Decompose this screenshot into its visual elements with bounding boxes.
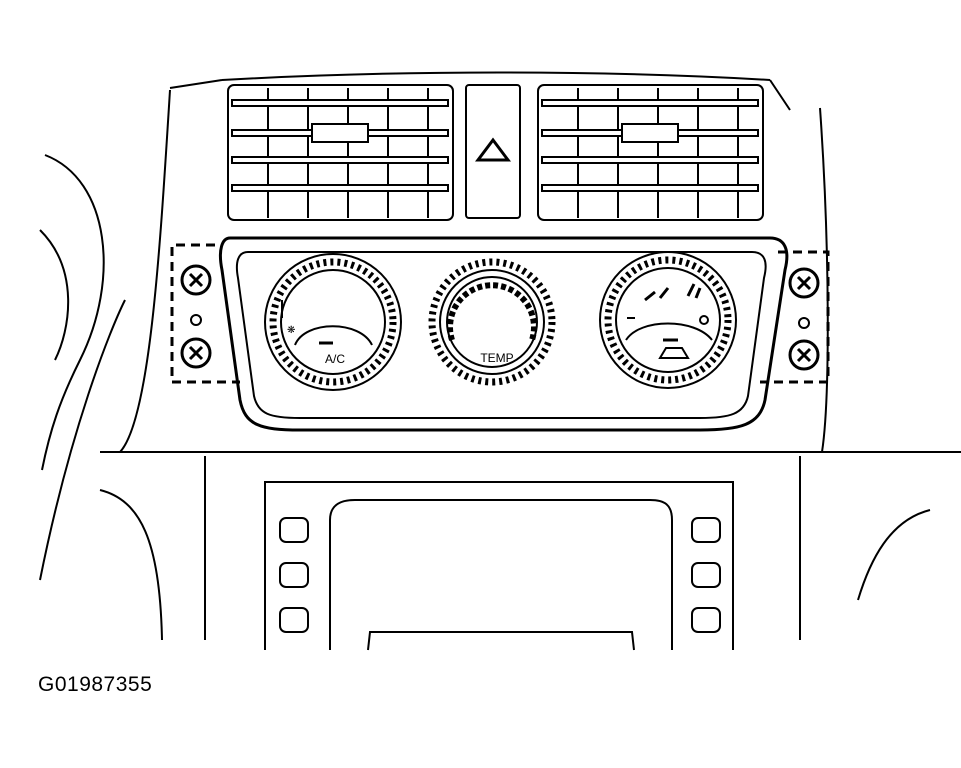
temp-label: TEMP bbox=[480, 351, 513, 365]
radio-buttons-left bbox=[279, 517, 309, 633]
radio-button[interactable] bbox=[691, 562, 721, 588]
temperature-knob[interactable]: TEMP bbox=[428, 258, 556, 386]
hvac-control-panel bbox=[218, 236, 789, 432]
right-air-vent[interactable] bbox=[537, 84, 764, 221]
left-mounting-bracket bbox=[170, 243, 240, 384]
defrost-icon bbox=[658, 347, 690, 359]
figure-id: G01987355 bbox=[38, 673, 153, 696]
center-console bbox=[264, 481, 734, 651]
face-vent-icon bbox=[644, 287, 670, 302]
fan-speed-knob[interactable]: ❋ A/C bbox=[264, 253, 402, 391]
screw-left-upper[interactable] bbox=[180, 264, 212, 296]
left-air-vent[interactable] bbox=[227, 84, 454, 221]
fan-icon: ❋ bbox=[287, 325, 295, 336]
hazard-button[interactable] bbox=[465, 84, 521, 219]
radio-button[interactable] bbox=[279, 517, 309, 543]
mount-hole-left bbox=[190, 314, 202, 326]
radio-button[interactable] bbox=[279, 607, 309, 633]
screw-left-lower[interactable] bbox=[180, 337, 212, 369]
ac-label: A/C bbox=[325, 352, 345, 366]
screw-right-lower[interactable] bbox=[788, 339, 820, 371]
mount-hole-right bbox=[798, 317, 810, 329]
radio-buttons-right bbox=[691, 517, 721, 633]
right-mounting-bracket bbox=[760, 250, 830, 384]
air-mode-knob[interactable] bbox=[599, 251, 737, 389]
left-vent-tab[interactable] bbox=[311, 123, 369, 143]
radio-button[interactable] bbox=[691, 607, 721, 633]
windshield-icon bbox=[699, 315, 709, 325]
screw-right-upper[interactable] bbox=[788, 267, 820, 299]
radio-button[interactable] bbox=[691, 517, 721, 543]
radio-button[interactable] bbox=[279, 562, 309, 588]
floor-vent-icon bbox=[686, 283, 702, 299]
hazard-triangle-icon bbox=[475, 137, 511, 162]
right-vent-tab[interactable] bbox=[621, 123, 679, 143]
